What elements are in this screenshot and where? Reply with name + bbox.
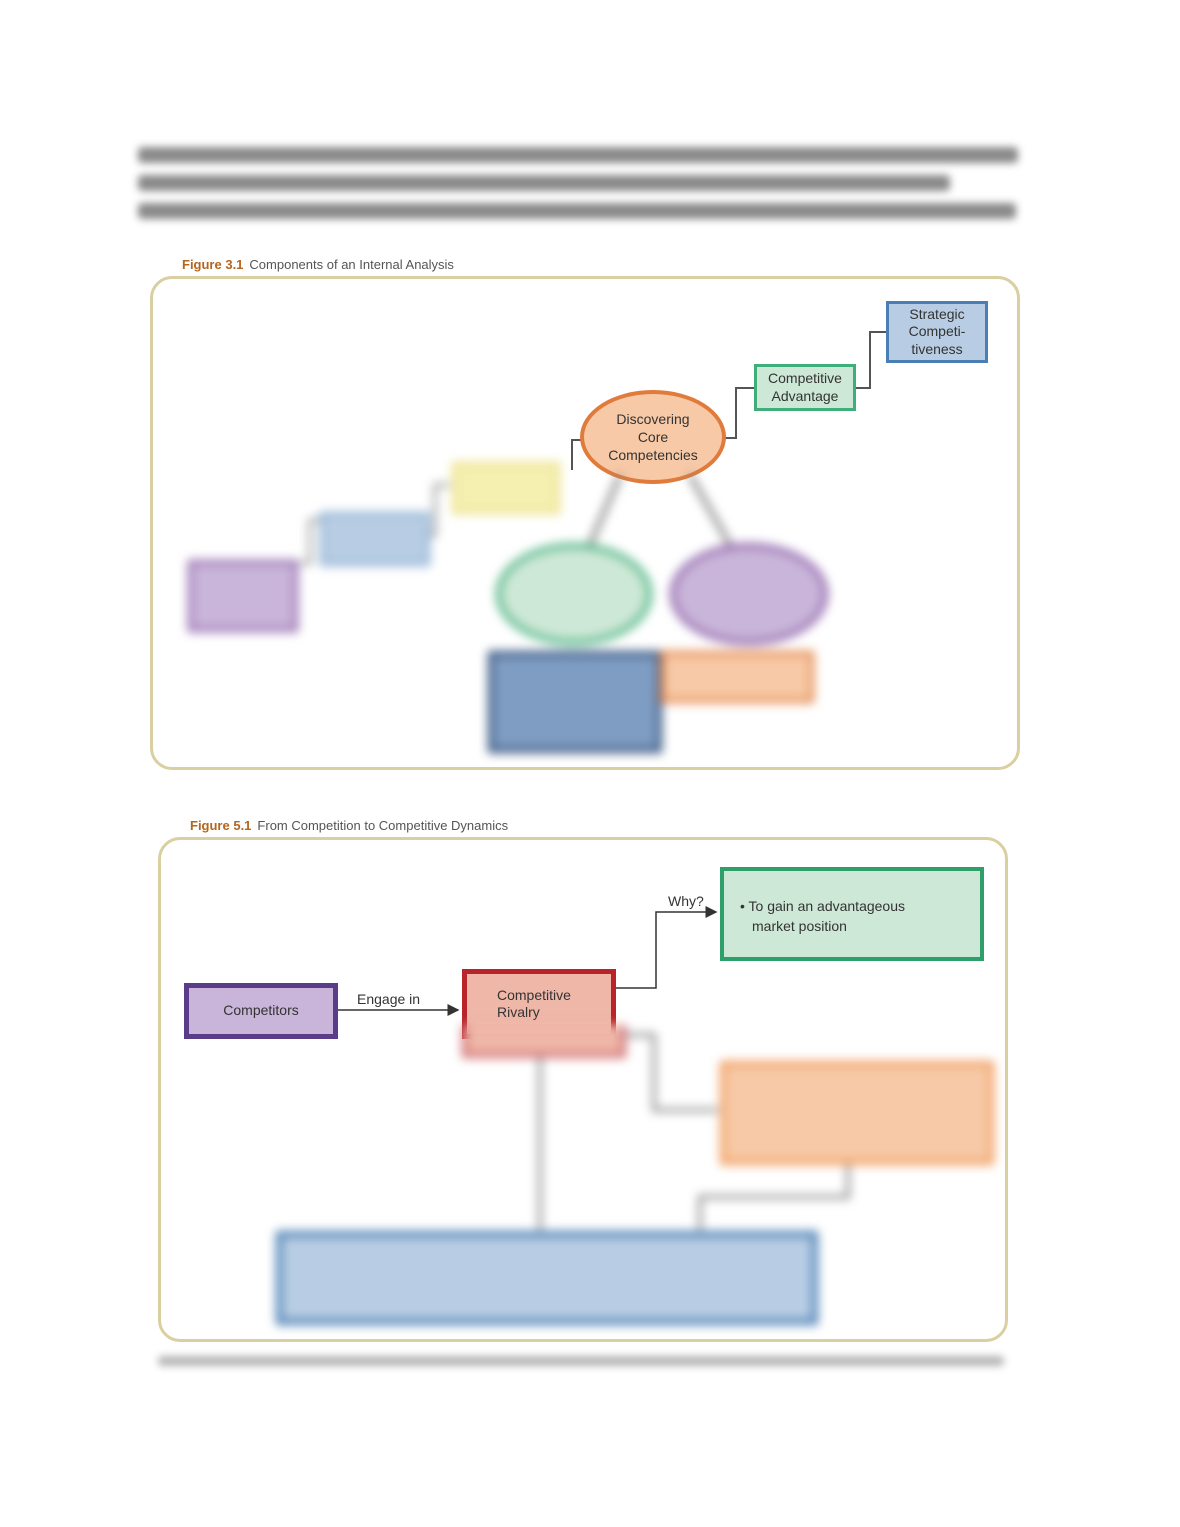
criteria-list-box bbox=[488, 651, 662, 753]
figure2-title: From Competition to Competitive Dynamics bbox=[257, 818, 509, 833]
four-criteria-ellipse bbox=[496, 543, 652, 645]
figure2-blurred-region bbox=[158, 1025, 1008, 1342]
why-label: Why? bbox=[668, 893, 704, 909]
core-competencies-box bbox=[452, 462, 560, 514]
figure1-blurred-region bbox=[150, 455, 1020, 770]
blurred-text-line bbox=[138, 203, 1016, 219]
rivalry-box-lower bbox=[462, 1025, 626, 1058]
why-answer-box: • To gain an advantageous market positio… bbox=[720, 867, 984, 961]
competitive-dynamics-box bbox=[276, 1231, 818, 1325]
figure1-label: Figure 3.1 bbox=[182, 257, 244, 272]
outsource-box bbox=[660, 651, 814, 703]
blurred-source-line bbox=[158, 1356, 1004, 1366]
discovering-core-competencies-ellipse: Discovering Core Competencies bbox=[580, 390, 726, 484]
resources-box bbox=[188, 560, 298, 632]
why-answer-line1: • To gain an advantageous bbox=[740, 898, 905, 914]
how-box bbox=[720, 1061, 994, 1165]
figure1-caption: Figure 3.1 Components of an Internal Anal… bbox=[182, 257, 454, 272]
engage-in-label: Engage in bbox=[357, 991, 421, 1007]
figure2-caption: Figure 5.1 From Competition to Competitiv… bbox=[190, 818, 508, 833]
value-chain-ellipse bbox=[670, 543, 828, 645]
competitors-box: Competitors bbox=[184, 983, 338, 1039]
competitive-advantage-box: Competitive Advantage bbox=[754, 364, 856, 411]
blurred-text-line bbox=[138, 175, 950, 191]
figure1-title: Components of an Internal Analysis bbox=[249, 257, 454, 272]
blurred-text-line bbox=[138, 147, 1018, 163]
why-answer-line2: market position bbox=[752, 918, 847, 934]
strategic-competitiveness-box: Strategic Competi-tiveness bbox=[886, 301, 988, 363]
capabilities-box bbox=[320, 512, 430, 566]
figure2-label: Figure 5.1 bbox=[190, 818, 252, 833]
